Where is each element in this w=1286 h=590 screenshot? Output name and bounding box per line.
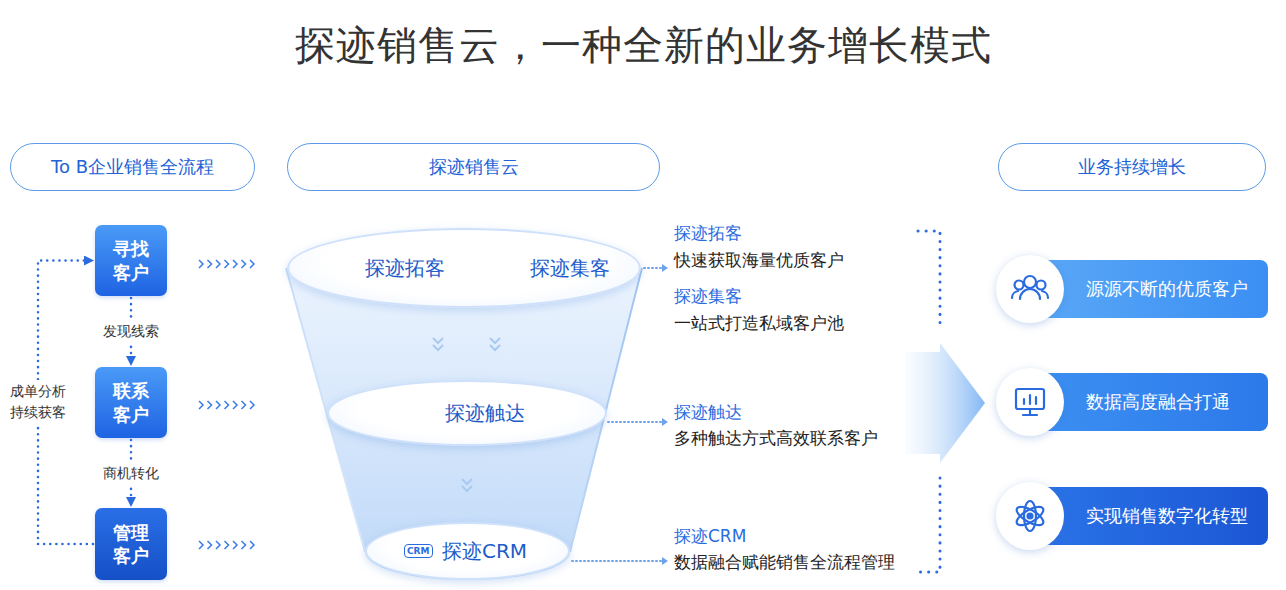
funnel-body <box>286 268 642 580</box>
chevron-arrows <box>199 260 254 549</box>
icon-circle <box>996 482 1064 550</box>
node-text: To B企业销售全流程 <box>51 155 214 179</box>
description: 多种触达方式高效联系客户 <box>674 427 878 450</box>
icon-circle <box>996 255 1064 323</box>
node-text: 探迹拓客 <box>365 255 445 282</box>
node-text: 实现销售数字化转型 <box>1086 504 1248 528</box>
leader-heads <box>662 264 668 565</box>
icon-circle <box>996 368 1064 436</box>
funnel-layer: 探迹触达 <box>327 380 607 446</box>
edge-label: 发现线索 <box>101 320 161 343</box>
node-text: 联系客户 <box>111 379 151 426</box>
result-bar: 源源不断的优质客户 <box>1030 260 1268 318</box>
node-text: 探迹CRM <box>442 538 527 565</box>
funnel-layer: 探迹拓客 探迹集客 <box>287 228 641 308</box>
product-name: 探迹集客 <box>674 285 742 308</box>
node-text: 数据高度融合打通 <box>1086 390 1230 414</box>
node-text: 寻找客户 <box>111 237 151 284</box>
product-name: 探迹拓客 <box>674 222 742 245</box>
icon <box>996 482 1064 550</box>
edge-label: 成单分析 持续获客 <box>6 380 70 424</box>
funnel-layer: 探迹CRM <box>365 522 570 580</box>
description: 一站式打造私域客户池 <box>674 312 844 335</box>
result-bar: 实现销售数字化转型 <box>1030 487 1268 545</box>
node-text: 源源不断的优质客户 <box>1086 277 1248 301</box>
edge-label: 商机转化 <box>101 462 161 485</box>
node-text: 探迹销售云 <box>429 155 519 179</box>
product-name: 探迹CRM <box>674 525 746 548</box>
product-name: 探迹触达 <box>674 401 742 424</box>
icon <box>996 255 1064 323</box>
header-pill: 探迹销售云 <box>287 143 660 191</box>
node-text: 探迹触达 <box>445 400 525 427</box>
process-box: 寻找客户 <box>95 225 167 296</box>
node-text: 管理客户 <box>111 521 151 568</box>
header-pill: To B企业销售全流程 <box>10 143 255 191</box>
big-arrow <box>905 343 985 463</box>
icon-text: CRM <box>404 544 433 558</box>
description: 快速获取海量优质客户 <box>674 249 844 272</box>
process-box: 联系客户 <box>95 367 167 438</box>
diagram-title: 探迹销售云，一种全新的业务增长模式 <box>0 18 1286 73</box>
node-text: 业务持续增长 <box>1078 155 1186 179</box>
header-pill: 业务持续增长 <box>998 143 1266 191</box>
node-text: 探迹集客 <box>530 255 610 282</box>
result-bar: 数据高度融合打通 <box>1030 373 1268 431</box>
process-box: 管理客户 <box>95 508 167 580</box>
icon <box>996 368 1064 436</box>
description: 数据融合赋能销售全流程管理 <box>674 551 895 574</box>
